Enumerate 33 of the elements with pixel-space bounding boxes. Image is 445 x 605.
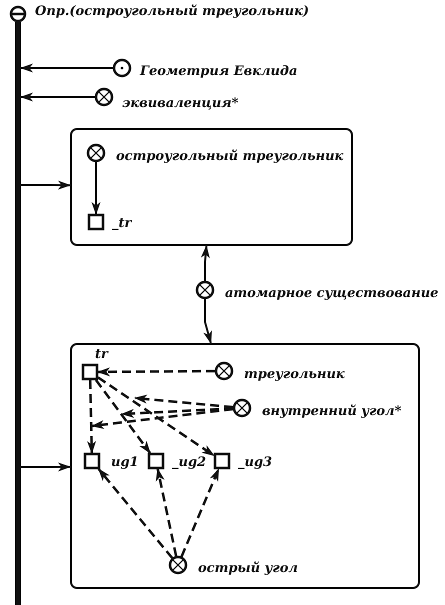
node-label: _ug3 [238, 455, 272, 471]
dashed-arrow [97, 367, 216, 376]
arrow [92, 162, 100, 215]
node-label: треугольник [244, 367, 345, 383]
node-label: внутренний угол* [262, 404, 402, 420]
node-label: Геометрия Евклида [140, 64, 298, 80]
dashed-arrow [180, 468, 220, 558]
node-label: остроугольный треугольник [116, 149, 344, 165]
dashed-arrow [97, 376, 215, 457]
arrow [200, 245, 210, 281]
arrow [20, 64, 113, 72]
node-label: tr [95, 347, 108, 363]
node-label: атомарное существование [225, 286, 438, 302]
node-label: Опр.(остроугольный треугольник) [35, 4, 310, 20]
dashed-arrow [121, 407, 234, 418]
node-label: _tr [112, 216, 132, 232]
node-label: эквиваленция* [122, 96, 238, 112]
dashed-arrow [156, 468, 178, 556]
dashed-arrow [91, 408, 234, 430]
dashed-arrow [87, 380, 96, 454]
arrow [203, 299, 212, 344]
node-label: ug1 [111, 455, 139, 471]
arrow [21, 462, 71, 472]
arrow [20, 92, 95, 102]
node-label: _ug2 [172, 455, 206, 471]
dashed-arrow [94, 379, 152, 454]
bus-bar [15, 22, 21, 605]
dashed-arrow [134, 394, 234, 408]
dashed-arrow [98, 468, 174, 559]
contour-box [70, 128, 353, 246]
contour-box [70, 343, 420, 589]
node-label: острый угол [198, 561, 298, 577]
arrow [21, 180, 71, 190]
